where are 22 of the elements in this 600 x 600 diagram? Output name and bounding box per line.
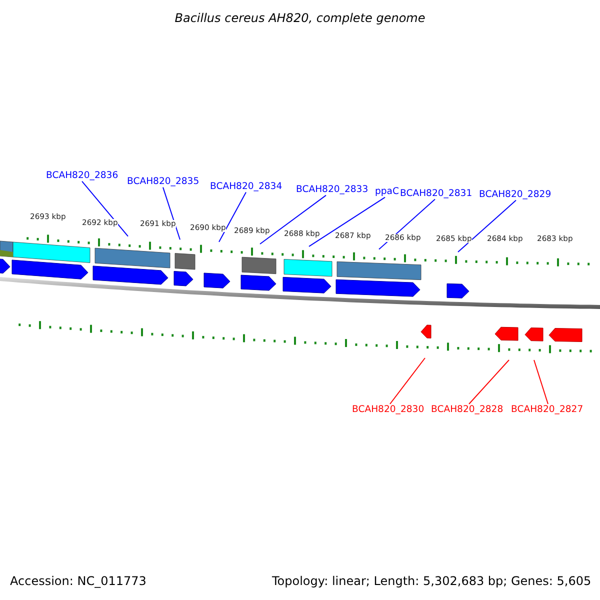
gene-label: BCAH820_2827 bbox=[511, 405, 584, 414]
gene-label: BCAH820_2830 bbox=[352, 405, 424, 414]
gene-label: BCAH820_2833 bbox=[296, 185, 368, 194]
gene-label: BCAH820_2828 bbox=[431, 405, 504, 414]
gene-label: BCAH820_2836 bbox=[46, 171, 118, 180]
leader-line bbox=[260, 194, 326, 244]
leader-line bbox=[218, 192, 246, 242]
gene-label: BCAH820_2834 bbox=[210, 182, 282, 192]
diagram-title: Bacillus cereus AH820, complete genome bbox=[174, 12, 426, 24]
leader-line bbox=[162, 186, 180, 240]
footer-text: Topology: linear; Length: 5,302,683 bp; Genes: 5,605 bbox=[272, 575, 592, 587]
leader-line bbox=[458, 200, 516, 252]
gene-label: BCAH820_2831 bbox=[400, 189, 472, 198]
leader-line bbox=[390, 358, 426, 404]
footer-text: Accession: NC_011773 bbox=[10, 575, 146, 587]
leader-line bbox=[534, 360, 548, 404]
gene-label: ppaC bbox=[375, 187, 399, 196]
leader-line bbox=[468, 360, 510, 404]
gene-label: BCAH820_2835 bbox=[127, 177, 200, 186]
gene-label: BCAH820_2829 bbox=[479, 190, 552, 200]
leader-line bbox=[308, 196, 386, 247]
leader-line bbox=[82, 180, 128, 237]
